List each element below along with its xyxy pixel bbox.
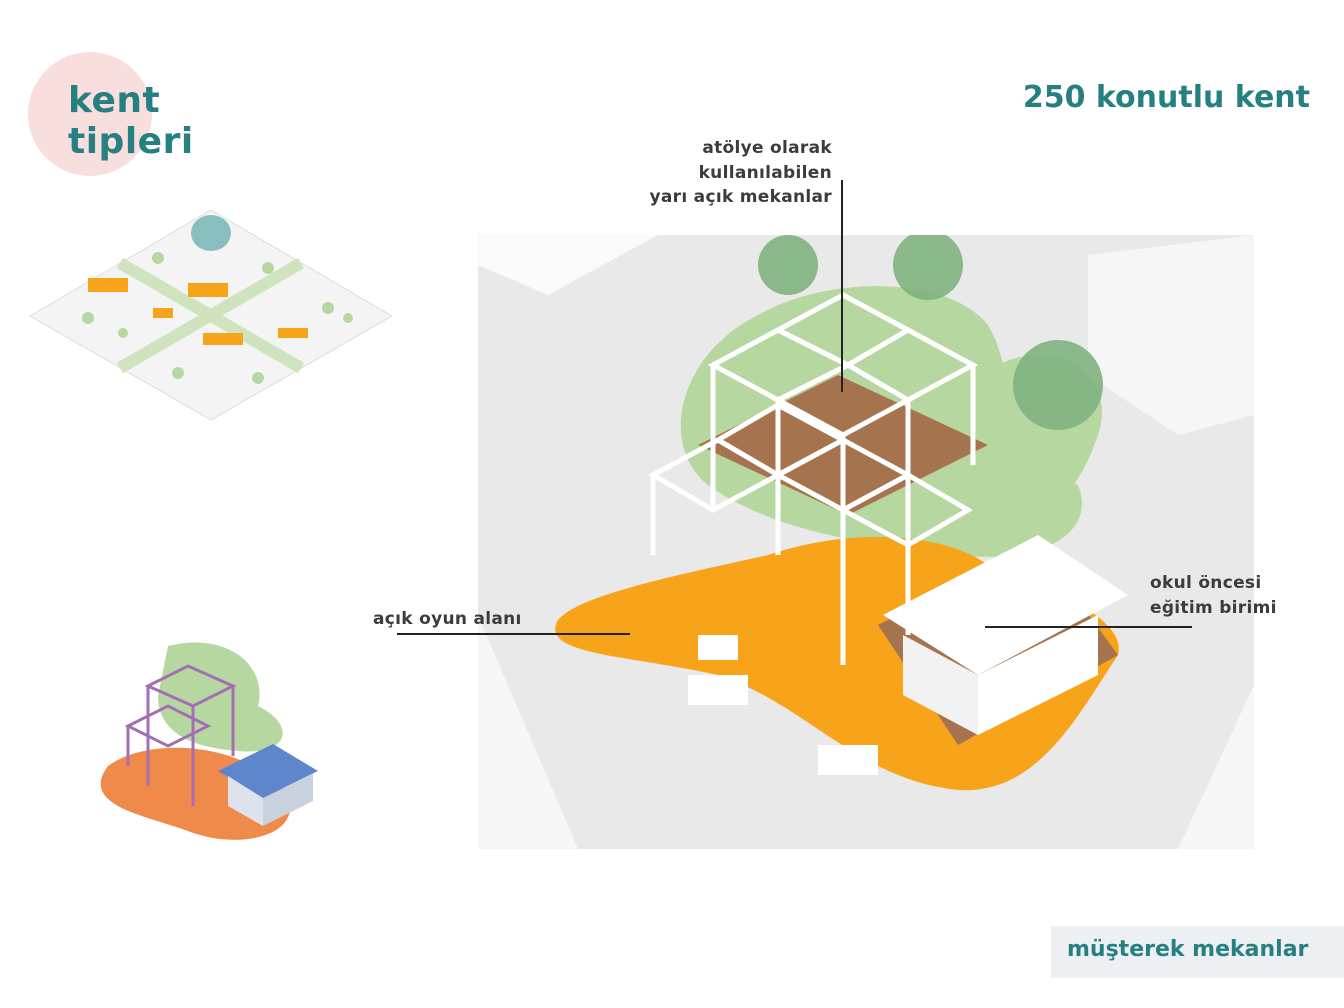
annotation-playground: açık oyun alanı xyxy=(373,609,522,629)
annotation-preschool-line-2: eğitim birimi xyxy=(1150,597,1277,618)
city-map-illustration xyxy=(29,209,393,421)
annotation-workshop-leader xyxy=(841,180,843,392)
title-line-1: kent xyxy=(68,80,161,121)
title-line-2: tipleri xyxy=(68,121,194,162)
footer-text: müşterek mekanlar xyxy=(1067,937,1309,962)
annotation-preschool-leader xyxy=(985,626,1192,628)
preschool-roof xyxy=(883,535,1128,675)
annotation-workshop: atölye olarak kullanılabilen yarı açık m… xyxy=(650,136,833,210)
footer-label: müşterek mekanlar xyxy=(1051,926,1344,978)
section-heading: 250 konutlu kent xyxy=(1022,80,1310,115)
page-title: kent tipleri xyxy=(68,80,194,162)
annotation-workshop-line-3: yarı açık mekanlar xyxy=(649,187,832,207)
annotation-preschool: okul öncesi eğitim birimi xyxy=(1150,571,1277,620)
title-circle xyxy=(28,52,152,176)
main-scene-illustration xyxy=(478,235,1254,849)
annotation-workshop-line-1: atölye olarak xyxy=(702,138,832,158)
annotation-preschool-line-1: okul öncesi xyxy=(1150,573,1262,593)
annotation-playground-leader xyxy=(397,633,630,635)
annotation-workshop-line-2: kullanılabilen xyxy=(698,162,832,183)
diagram-illustration xyxy=(100,642,318,840)
pergola-frame xyxy=(647,292,979,665)
